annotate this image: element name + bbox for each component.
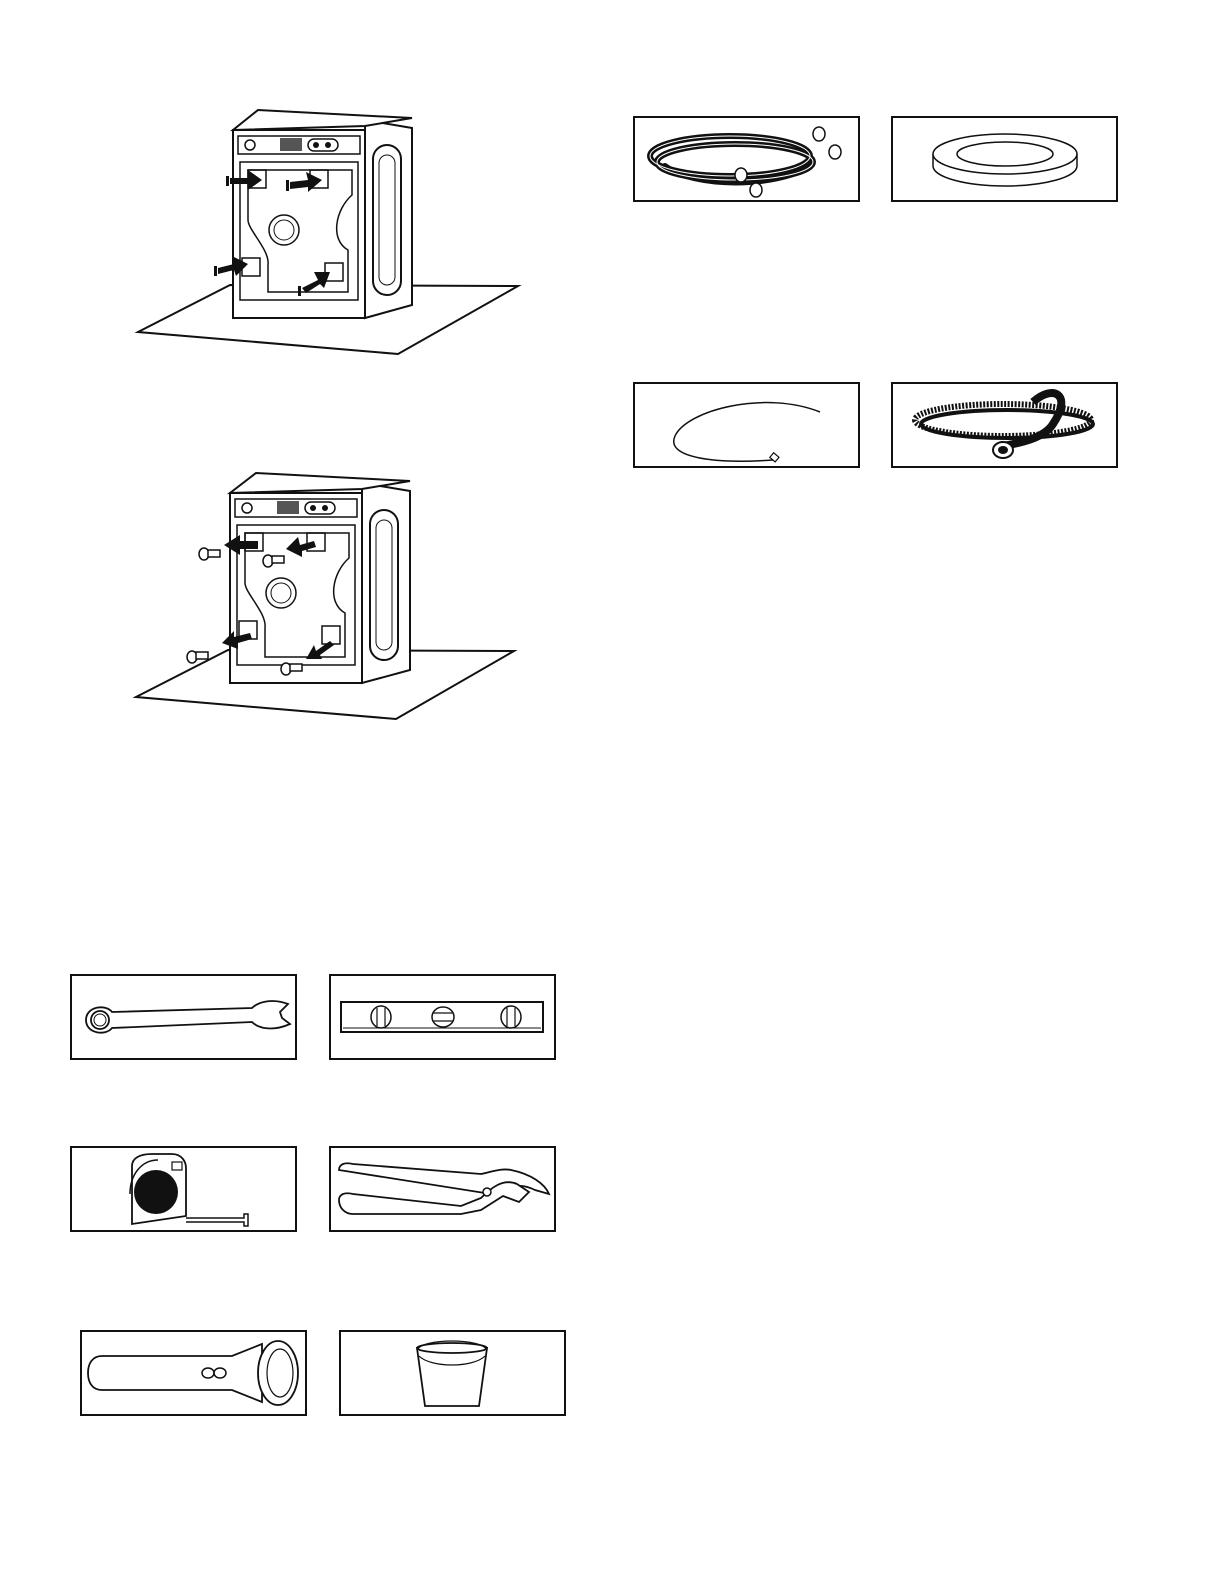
bucket-icon [341,1332,564,1414]
level-icon [331,976,554,1058]
part-drain-hose [891,382,1118,468]
cable-tie-icon [635,384,858,466]
washer-remove-bolts-figure [130,465,530,730]
wrench-icon [72,976,295,1058]
flashlight-icon [82,1332,305,1414]
tool-level [329,974,556,1060]
tool-wrench [70,974,297,1060]
flat-washer-ring-icon [893,118,1116,200]
tool-bucket [339,1330,566,1416]
pliers-icon [331,1148,554,1230]
part-cable-tie [633,382,860,468]
tool-flashlight [80,1330,307,1416]
tool-pliers [329,1146,556,1232]
part-inlet-hoses [633,116,860,202]
tool-tape-measure [70,1146,297,1232]
drain-hose-icon [893,384,1116,466]
tape-measure-icon [72,1148,295,1230]
inlet-hoses-icon [635,118,858,200]
part-hose-washer [891,116,1118,202]
washer-rear-arrows-in-icon [130,100,530,365]
washer-insert-plugs-figure [130,100,530,365]
washer-rear-bolts-out-icon [130,465,530,730]
